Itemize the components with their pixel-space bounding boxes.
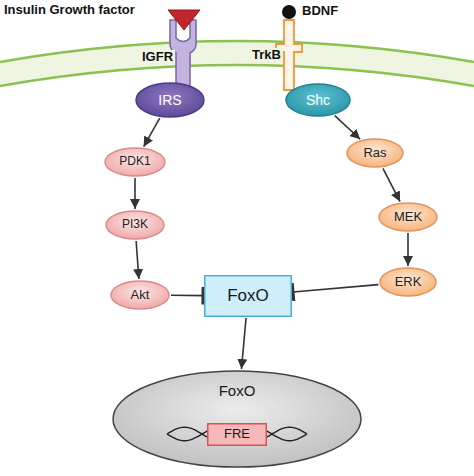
node-label: Ras	[363, 146, 386, 161]
inhibition-connector	[171, 294, 203, 296]
kinase-ellipse: PI3K	[105, 210, 165, 240]
dna-strand	[167, 427, 307, 441]
insulin-ligand-triangle	[168, 10, 200, 30]
node-label: FoxO	[219, 382, 256, 399]
ligand-label: Insulin Growth factor	[2, 3, 137, 18]
inhibition-connector	[293, 285, 378, 292]
nucleus-ellipse: FoxO FRE	[112, 370, 362, 468]
receptor-label: IGFR	[140, 50, 175, 65]
membrane-inner-line	[0, 65, 474, 86]
activation-arrow	[335, 116, 360, 140]
transcription-factor-box: FoxO	[204, 275, 292, 317]
membrane-band	[0, 41, 474, 86]
receptor-label: TrkB	[250, 48, 283, 63]
kinase-ellipse: ERK	[379, 267, 437, 297]
response-element-box: FRE	[207, 423, 267, 446]
node-label: PI3K	[122, 218, 148, 232]
activation-arrow	[407, 233, 409, 266]
adaptor-ellipse: IRS	[135, 82, 205, 118]
node-label: Shc	[306, 92, 330, 108]
kinase-ellipse: Ras	[346, 138, 404, 168]
node-label: ERK	[395, 275, 422, 290]
kinase-ellipse: PDK1	[104, 147, 166, 177]
activation-arrow	[134, 178, 136, 209]
ligand-label: BDNF	[300, 4, 340, 19]
node-label: Akt	[131, 288, 150, 303]
activation-arrow	[383, 168, 400, 201]
node-label: FRE	[224, 427, 250, 442]
activation-arrow	[144, 118, 160, 147]
dna-strand	[167, 427, 307, 441]
kinase-ellipse: MEK	[378, 202, 438, 232]
node-label: PDK1	[119, 155, 150, 169]
node-label: FoxO	[227, 286, 269, 306]
bdnf-ligand-circle	[282, 5, 296, 19]
adaptor-ellipse: Shc	[285, 83, 351, 117]
membrane-outer-line	[0, 41, 474, 62]
activation-arrow	[241, 318, 246, 369]
node-label: IRS	[158, 92, 181, 108]
activation-arrow	[136, 241, 139, 279]
kinase-ellipse: Akt	[110, 280, 170, 310]
node-label: MEK	[394, 210, 422, 225]
